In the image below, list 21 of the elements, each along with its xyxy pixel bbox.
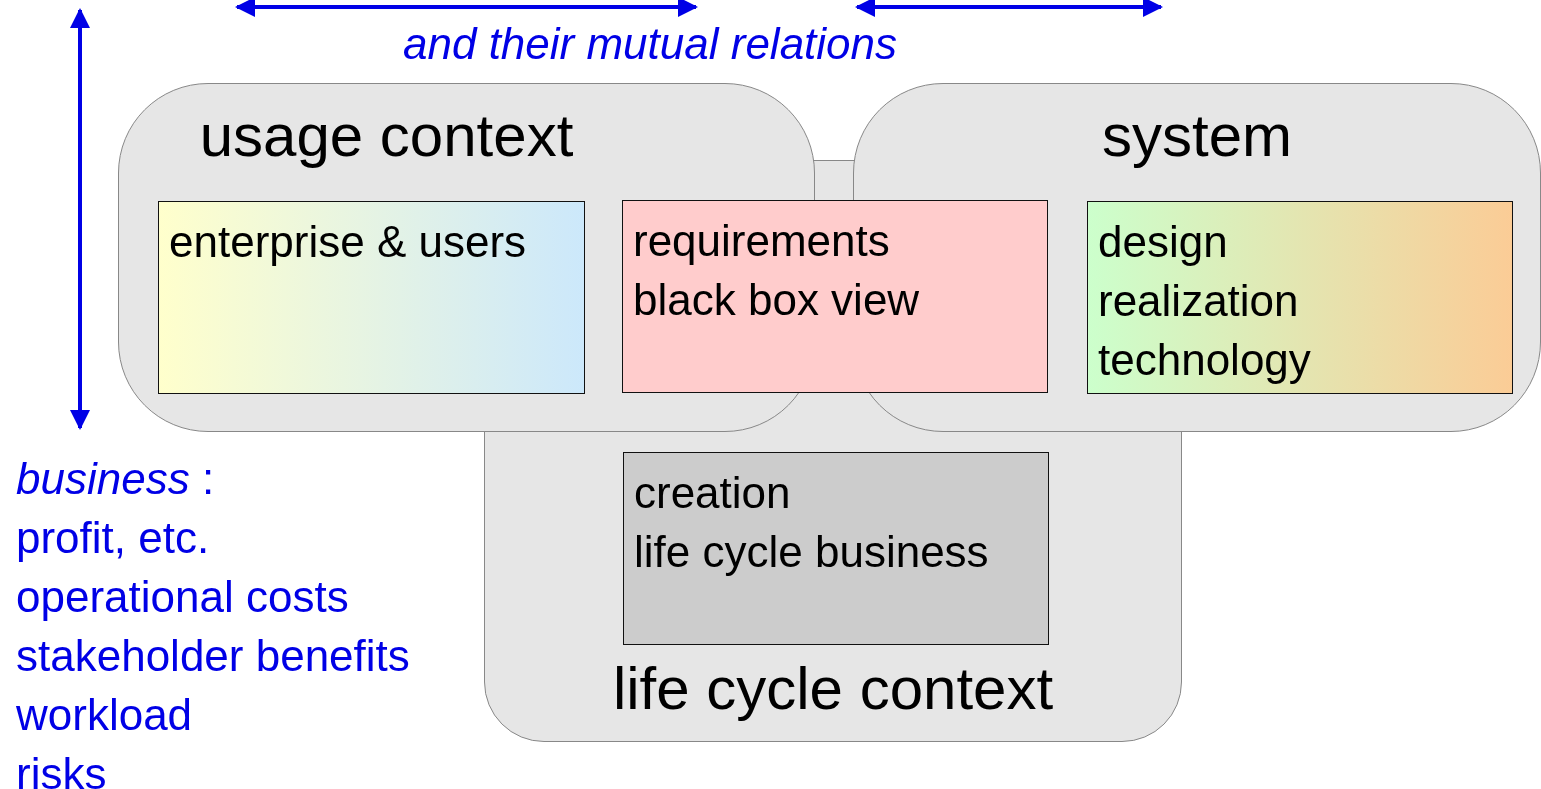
box-text: requirements <box>633 215 890 267</box>
box-text: black box view <box>633 274 920 326</box>
box-text: design <box>1098 216 1228 268</box>
relation-note: and their mutual relations <box>403 20 898 69</box>
business-note: business : <box>16 455 215 504</box>
region-title: usage context <box>199 106 574 166</box>
box-text: creation <box>634 467 791 519</box>
business-note: workload <box>16 691 193 740</box>
view-box <box>158 201 585 394</box>
box-text: enterprise & users <box>169 216 527 268</box>
region-title: system <box>1102 106 1292 166</box>
business-note: stakeholder benefits <box>16 632 410 681</box>
box-text: technology <box>1098 334 1311 386</box>
business-note: risks <box>16 750 107 789</box>
region-title: life cycle context <box>612 659 1054 719</box>
business-note: operational costs <box>16 573 349 622</box>
view-box <box>1087 201 1513 394</box>
business-note: profit, etc. <box>16 514 210 563</box>
box-text: realization <box>1098 275 1299 327</box>
box-text: life cycle business <box>634 526 989 578</box>
view-box <box>623 452 1049 645</box>
